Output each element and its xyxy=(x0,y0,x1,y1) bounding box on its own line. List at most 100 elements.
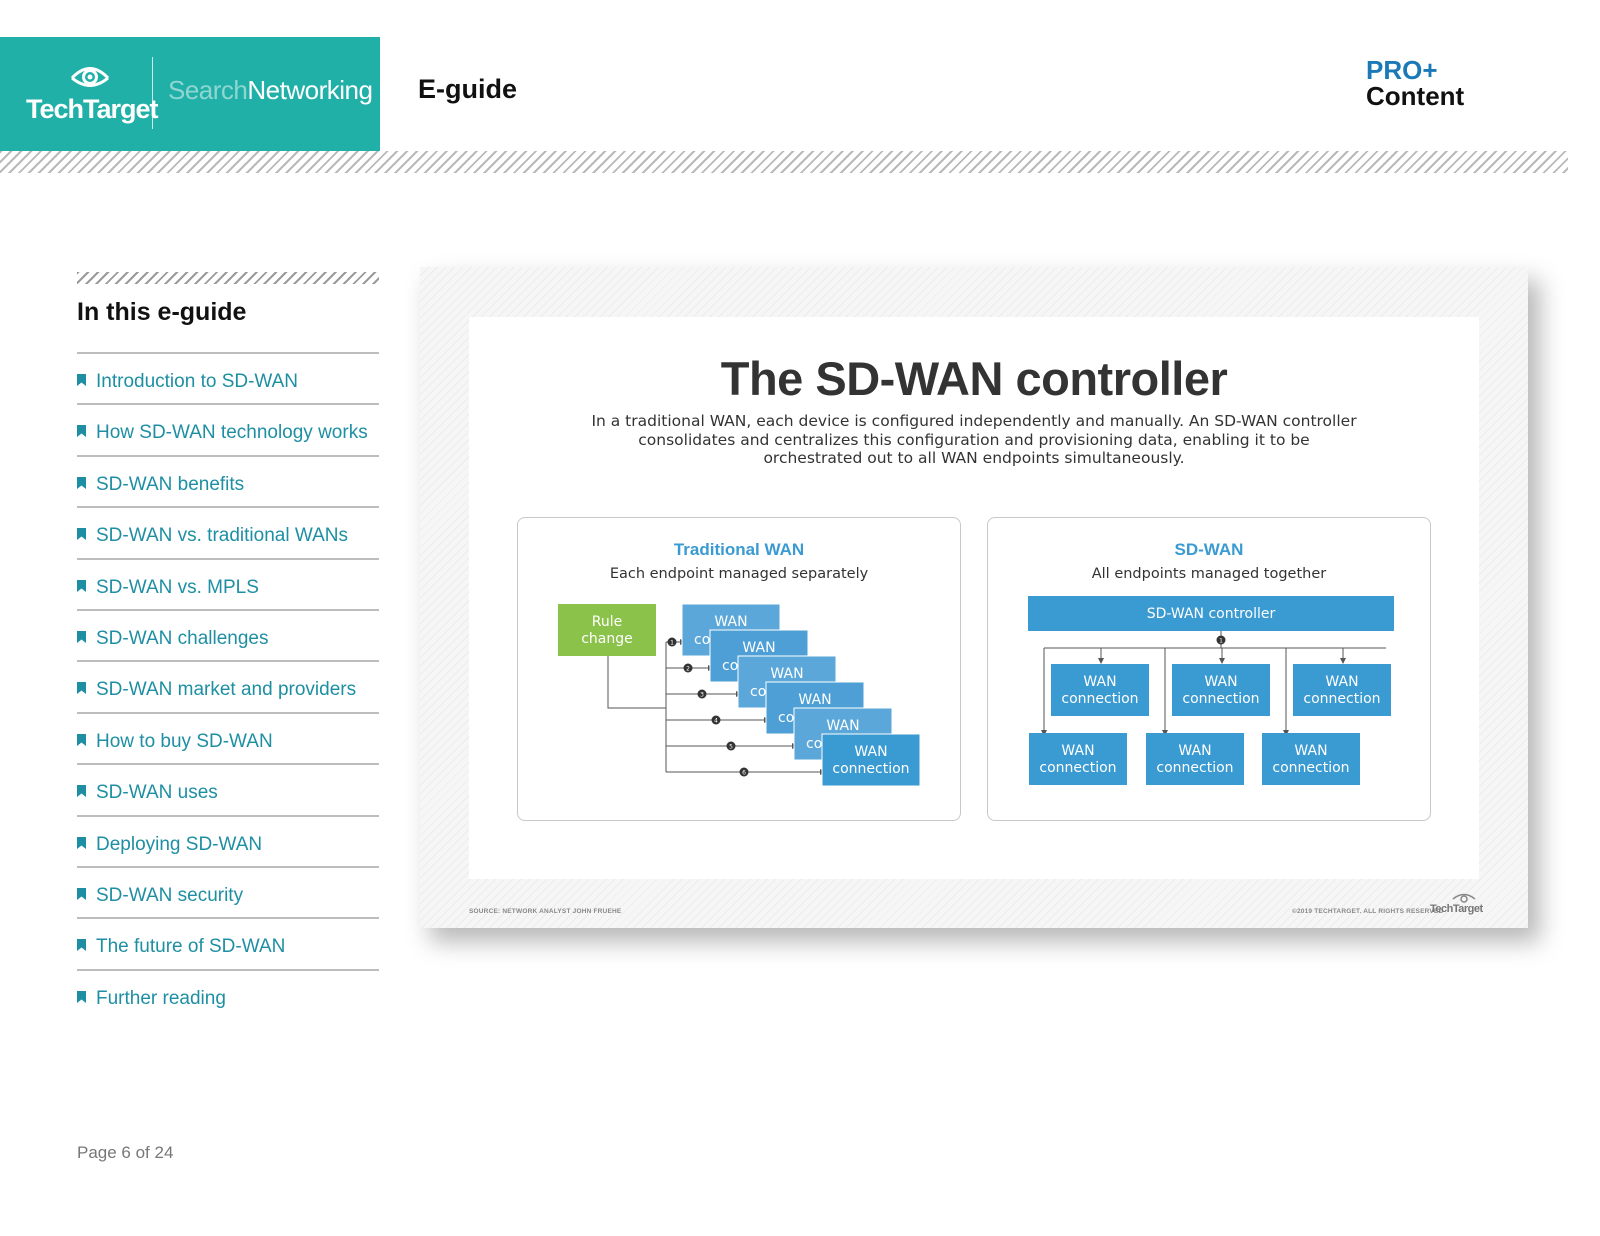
sd-wan-controller-box xyxy=(1028,596,1394,631)
step-markers: 1 2 3 4 5 6 xyxy=(667,637,749,777)
toc-item[interactable]: Further reading xyxy=(77,968,379,1020)
wan-card-4-partial: co xyxy=(778,710,794,726)
wan-card-4-label: WAN xyxy=(798,692,831,708)
toc-item[interactable]: How SD-WAN technology works xyxy=(77,403,379,454)
step-6: 6 xyxy=(742,770,746,777)
figure-title: The SD-WAN controller xyxy=(720,352,1228,405)
header-hatch-band xyxy=(0,151,1568,173)
wan-card-1-partial: co xyxy=(694,632,710,648)
traditional-wan-subtitle: Each endpoint managed separately xyxy=(609,566,869,582)
sd-wan-node-6-l1: WAN xyxy=(1294,743,1327,759)
wan-card-6 xyxy=(821,733,921,787)
toc-item[interactable]: The future of SD-WAN xyxy=(77,917,379,968)
sd-wan-panel: SD-WAN All endpoints managed together SD… xyxy=(987,517,1431,821)
step-1: 1 xyxy=(670,640,674,647)
sd-wan-node-1 xyxy=(1051,664,1149,716)
searchnetworking-logo[interactable]: SearchNetworking xyxy=(168,75,373,106)
bookmark-icon xyxy=(77,990,86,1003)
sd-wan-controller-label: SD-WAN controller xyxy=(1147,606,1276,622)
toc-item[interactable]: SD-WAN vs. traditional WANs xyxy=(77,506,379,557)
bookmark-icon xyxy=(77,887,86,900)
toc-item[interactable]: SD-WAN benefits xyxy=(77,454,379,506)
bookmark-icon xyxy=(77,528,86,541)
bookmark-icon xyxy=(77,374,86,386)
brand-divider xyxy=(152,57,153,129)
toc-item-label: SD-WAN vs. traditional WANs xyxy=(96,525,348,547)
sd-wan-node-4 xyxy=(1029,733,1127,785)
sd-wan-node-6 xyxy=(1262,733,1360,785)
wan-card-3-partial: co xyxy=(750,684,766,700)
techtarget-wordmark: TechTarget xyxy=(26,94,159,124)
sd-wan-node-6-l2: connection xyxy=(1272,760,1349,776)
sd-wan-node-3 xyxy=(1293,664,1391,716)
rule-line1: Rule xyxy=(592,614,622,630)
figure-frame: The SD-WAN controller In a traditional W… xyxy=(420,267,1528,928)
pro-content-badge: PRO+ Content xyxy=(1366,57,1464,109)
bookmark-icon xyxy=(77,425,86,438)
toc-item[interactable]: SD-WAN challenges xyxy=(77,608,379,660)
page-number: Page 6 of 24 xyxy=(77,1143,174,1162)
doc-type-label: E-guide xyxy=(418,74,517,104)
toc-item-label: SD-WAN benefits xyxy=(96,473,245,495)
wan-card-5-label: WAN xyxy=(826,718,859,734)
table-of-contents: Introduction to SD-WAN How SD-WAN technol… xyxy=(77,352,379,1020)
toc-item-label: How SD-WAN technology works xyxy=(96,422,368,444)
brand-block: TechTarget SearchNetworking xyxy=(0,37,380,151)
figure-logo-eye-icon xyxy=(1452,893,1476,903)
content-label: Content xyxy=(1366,81,1465,111)
sd-wan-node-3-l1: WAN xyxy=(1325,674,1358,690)
toc-item-label: SD-WAN uses xyxy=(96,782,218,804)
sd-wan-title: SD-WAN xyxy=(1174,540,1244,559)
wan-card-5-partial: co xyxy=(806,736,822,752)
toc-item[interactable]: Introduction to SD-WAN xyxy=(77,352,379,403)
wan-card-2-label: WAN xyxy=(742,640,775,656)
bookmark-icon xyxy=(77,476,86,489)
wan-card-6-sub: connection xyxy=(832,761,909,777)
wan-card-1-label: WAN xyxy=(714,614,747,630)
step-3: 3 xyxy=(700,692,704,699)
wan-card-stack: WAN co WAN co WAN co WAN co WAN co WAN xyxy=(681,603,921,787)
techtarget-logo[interactable]: TechTarget xyxy=(24,59,159,129)
logo-networking-part: Networking xyxy=(247,75,373,105)
traditional-wan-panel: Traditional WAN Each endpoint managed se… xyxy=(517,517,961,821)
sd-wan-node-4-l2: connection xyxy=(1039,760,1116,776)
figure-canvas: The SD-WAN controller In a traditional W… xyxy=(469,317,1479,879)
toc-item[interactable]: SD-WAN vs. MPLS xyxy=(77,557,379,609)
toc-item[interactable]: SD-WAN market and providers xyxy=(77,660,379,711)
sd-wan-step: 1 xyxy=(1219,638,1223,645)
rule-change-box xyxy=(558,604,656,656)
sd-wan-node-2 xyxy=(1172,664,1270,716)
toc-item-label: SD-WAN market and providers xyxy=(96,679,357,701)
sd-wan-node-4-l1: WAN xyxy=(1061,743,1094,759)
pro-label: PRO+ xyxy=(1366,55,1438,85)
toc-item[interactable]: Deploying SD-WAN xyxy=(77,814,379,866)
sd-wan-node-2-l2: connection xyxy=(1182,691,1259,707)
step-4: 4 xyxy=(714,718,718,725)
sd-wan-node-1-l1: WAN xyxy=(1083,674,1116,690)
toc-item-label: Further reading xyxy=(96,987,226,1009)
wan-card-6-label: WAN xyxy=(854,744,887,760)
sd-wan-node-3-l2: connection xyxy=(1303,691,1380,707)
sd-wan-node-5 xyxy=(1146,733,1244,785)
toc-item-label: SD-WAN vs. MPLS xyxy=(96,576,259,598)
sd-wan-subtitle: All endpoints managed together xyxy=(1091,566,1327,582)
toc-item[interactable]: How to buy SD-WAN xyxy=(77,711,379,763)
sd-wan-diagram: SD-WAN controller xyxy=(1028,596,1394,785)
sd-wan-node-5-l1: WAN xyxy=(1178,743,1211,759)
toc-item-label: SD-WAN security xyxy=(96,884,244,906)
toc-item[interactable]: SD-WAN uses xyxy=(77,763,379,814)
step-2: 2 xyxy=(686,666,690,673)
toc-item[interactable]: SD-WAN security xyxy=(77,865,379,917)
figure-source: SOURCE: NETWORK ANALYST JOHN FRUEHE xyxy=(469,908,622,915)
figure-description: In a traditional WAN, each device is con… xyxy=(591,412,1357,467)
bookmark-icon xyxy=(77,836,86,849)
bookmark-icon xyxy=(77,630,86,643)
bookmark-icon xyxy=(77,785,86,798)
wan-card-3-label: WAN xyxy=(770,666,803,682)
figure-logo: TechTarget xyxy=(1430,903,1483,915)
rule-line2: change xyxy=(581,631,633,647)
traditional-wan-diagram: Rule change WAN co WAN co WAN co WAN co xyxy=(558,603,921,787)
toc-item-label: Introduction to SD-WAN xyxy=(96,371,299,392)
eye-icon xyxy=(70,67,110,87)
step-5: 5 xyxy=(729,744,733,751)
